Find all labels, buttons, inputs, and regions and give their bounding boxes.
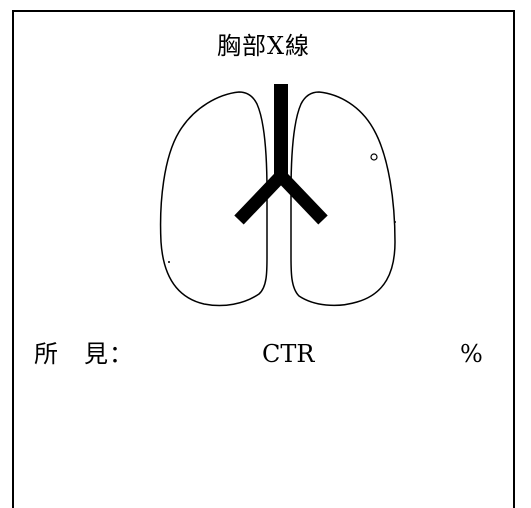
ctr-unit: % — [460, 340, 483, 368]
findings-notes-area[interactable] — [34, 382, 504, 502]
form-title: 胸部X線 — [216, 32, 311, 60]
lungs-diagram-icon — [159, 84, 396, 307]
left-bronchus — [234, 171, 286, 225]
findings-label: 所 見： — [34, 340, 134, 368]
ctr-label: CTR — [262, 340, 315, 368]
left-lung-outline — [159, 91, 268, 307]
trachea — [274, 84, 288, 184]
xray-form: 胸部X線 所 見： CTR % — [12, 10, 515, 508]
right-bronchus — [276, 171, 328, 225]
right-lung-outline — [290, 91, 396, 307]
